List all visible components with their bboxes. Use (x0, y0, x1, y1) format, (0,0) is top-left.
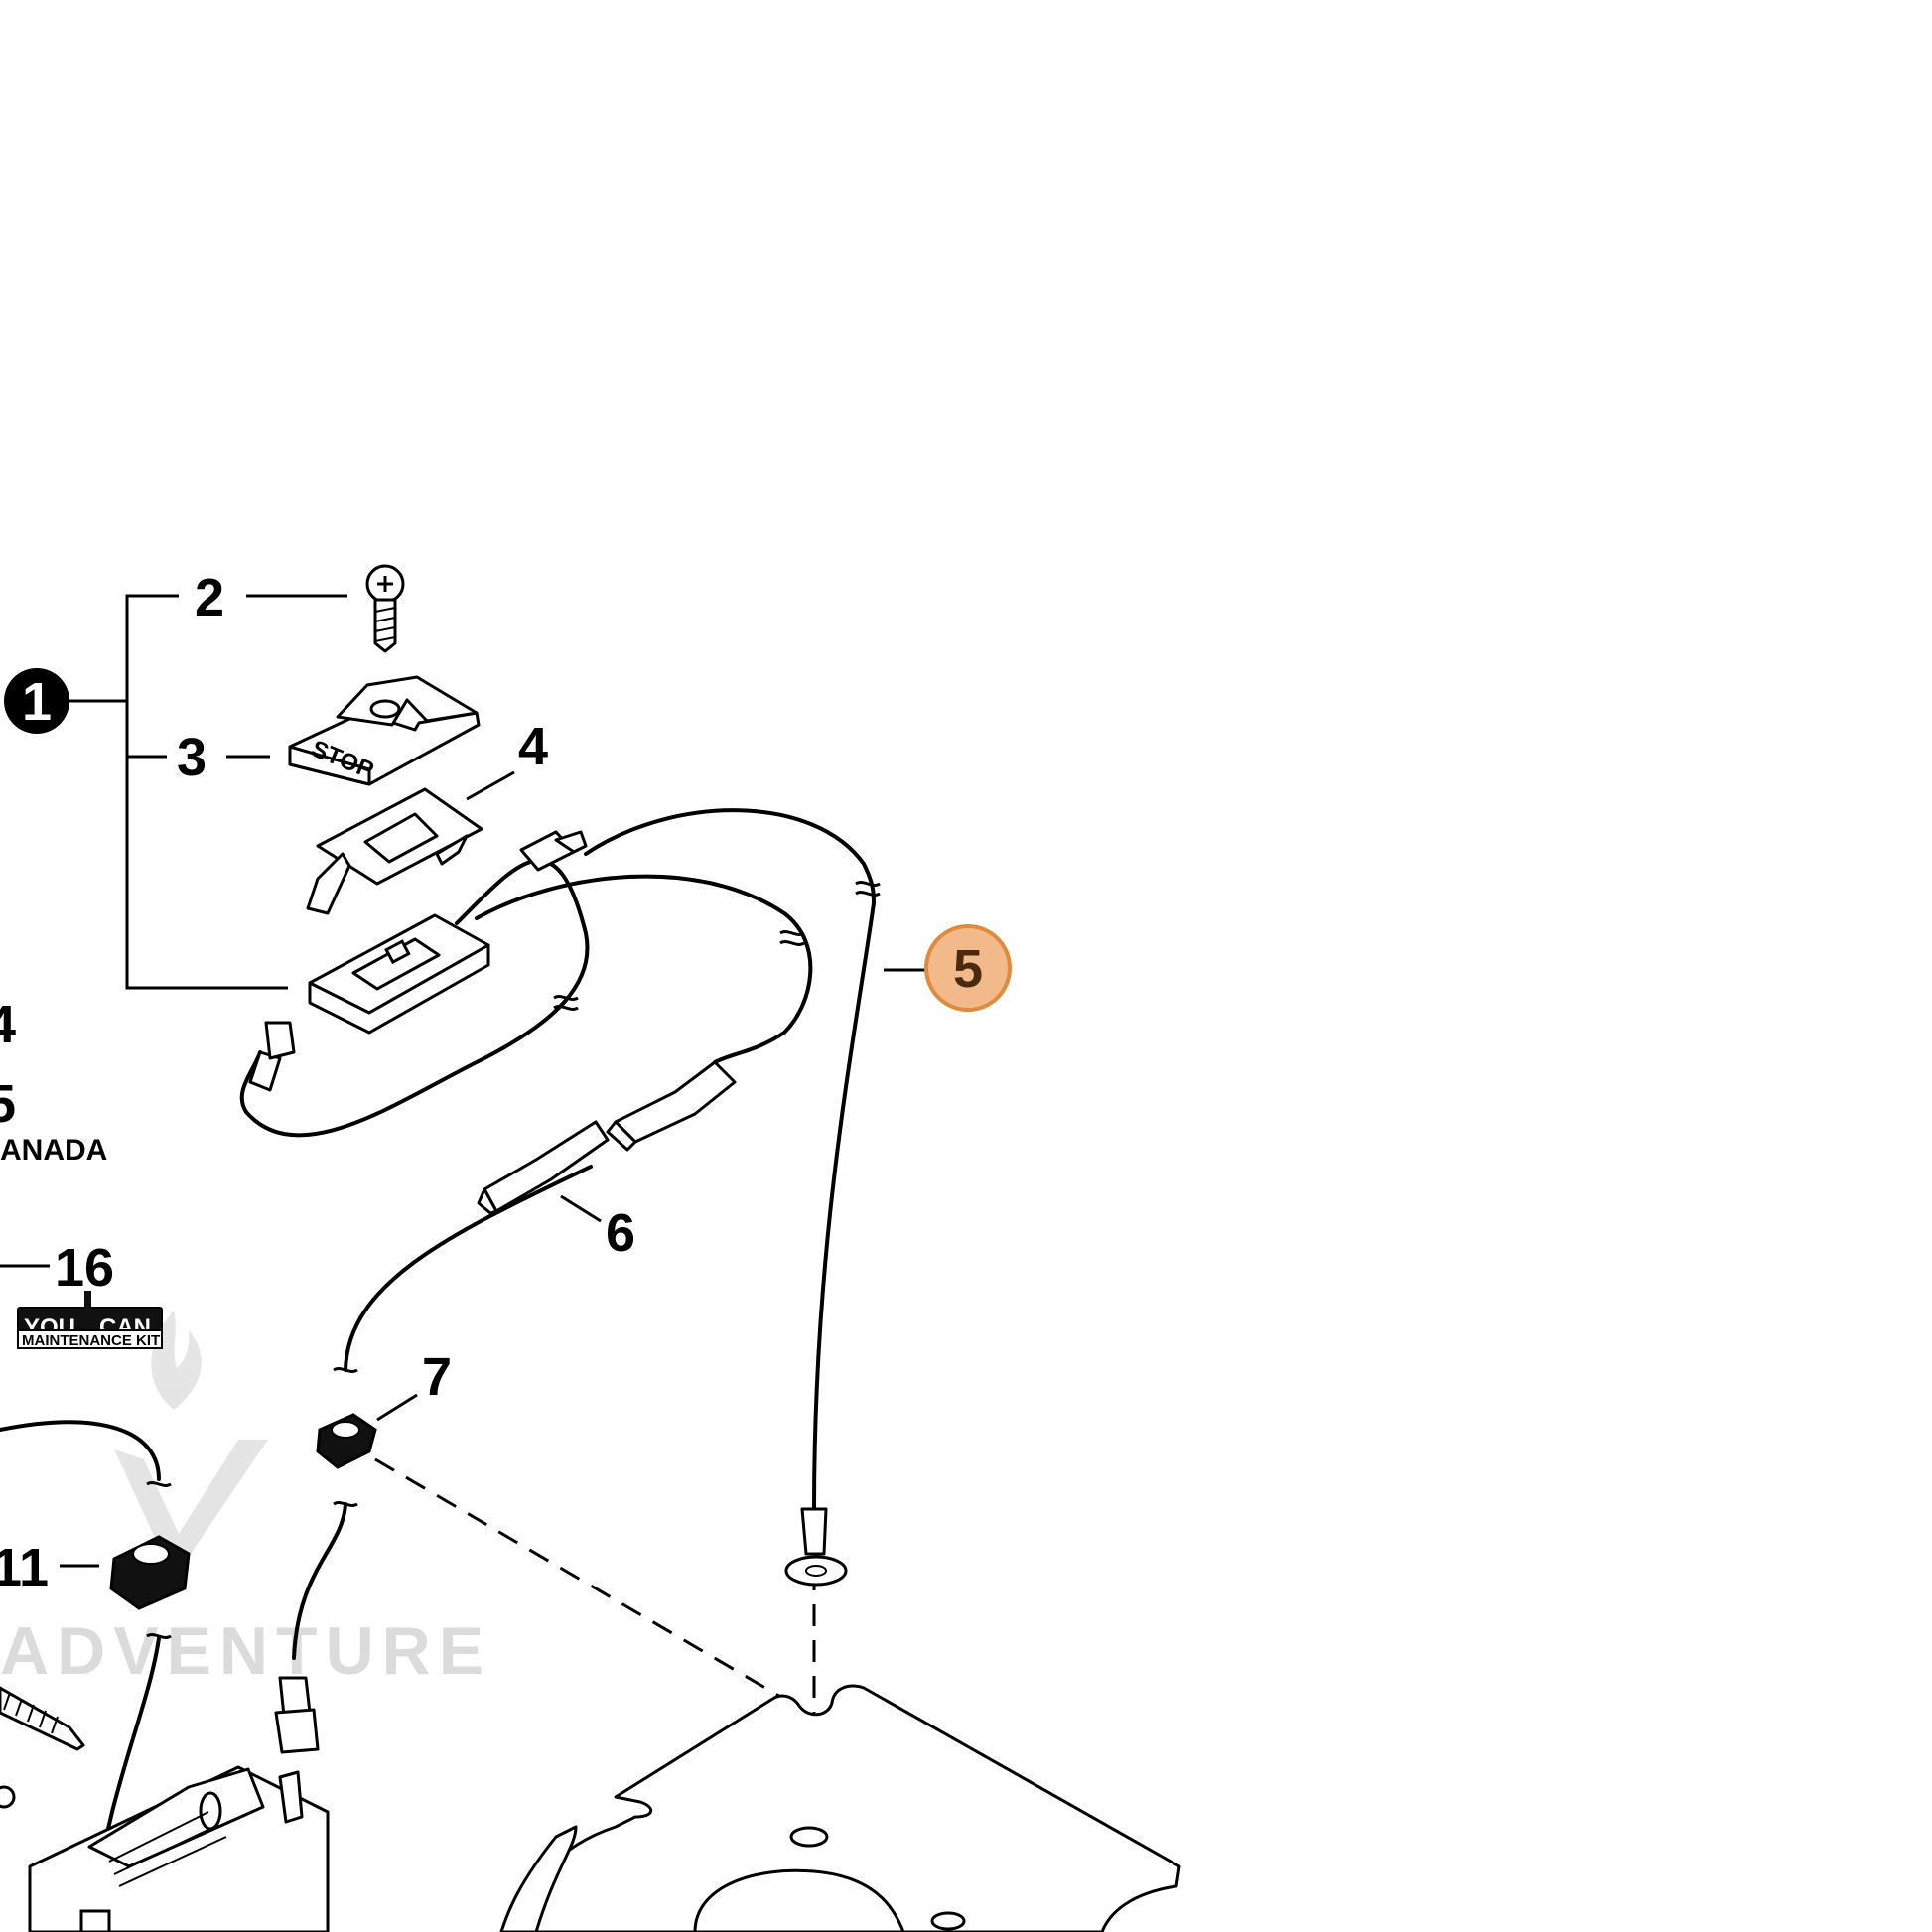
grommet-part-7 (316, 1413, 377, 1469)
break-marks (146, 881, 881, 1639)
boot-part (477, 1120, 610, 1215)
wires (0, 808, 876, 1908)
callout-11[interactable]: 11 (0, 1538, 49, 1597)
ignition-module-part (28, 1765, 330, 1932)
callout-7[interactable]: 7 (422, 1347, 452, 1407)
gasket-part (306, 787, 483, 915)
threaded-rod-part (0, 1686, 85, 1809)
screw-part (365, 564, 405, 653)
mounting-plate-part (499, 1684, 1181, 1932)
callout-1-label: 1 (22, 672, 52, 732)
callout-5-highlighted[interactable]: 5 (924, 924, 1012, 1012)
switch-part (308, 913, 490, 1035)
callout-5-label: 5 (953, 939, 983, 999)
wrench-icon (84, 1291, 91, 1335)
ring-terminal-part (784, 1507, 848, 1587)
watermark: ADVENTURE (0, 1311, 491, 1689)
connector-plug (606, 1060, 737, 1152)
connector-terminal-left (248, 1021, 296, 1092)
grommet-part-11 (109, 1535, 191, 1610)
stop-plate-part: STOP (288, 675, 481, 786)
callout-3[interactable]: 3 (177, 728, 207, 787)
callout-6[interactable]: 6 (606, 1203, 635, 1263)
callout-1[interactable]: 1 (4, 668, 69, 734)
assembly-bracket (69, 594, 288, 990)
watermark-flame-icon (151, 1311, 202, 1410)
maintenance-kit-badge: YOU CAN MAINTENANCE KIT (17, 1291, 163, 1349)
canada-text-partial: ANADA (0, 1134, 107, 1167)
spark-terminal-part (274, 1676, 320, 1754)
callout-14-partial[interactable]: 4 (0, 995, 16, 1054)
watermark-text: ADVENTURE (0, 1613, 491, 1689)
watermark-v-icon (114, 1440, 268, 1579)
callout-15-partial[interactable]: 5 (0, 1074, 16, 1134)
callout-2[interactable]: 2 (195, 568, 224, 627)
connector-terminal-top (519, 830, 588, 872)
callout-4[interactable]: 4 (518, 717, 548, 776)
callout-16[interactable]: 16 (55, 1238, 114, 1298)
badge-bottom: MAINTENANCE KIT (22, 1332, 160, 1349)
